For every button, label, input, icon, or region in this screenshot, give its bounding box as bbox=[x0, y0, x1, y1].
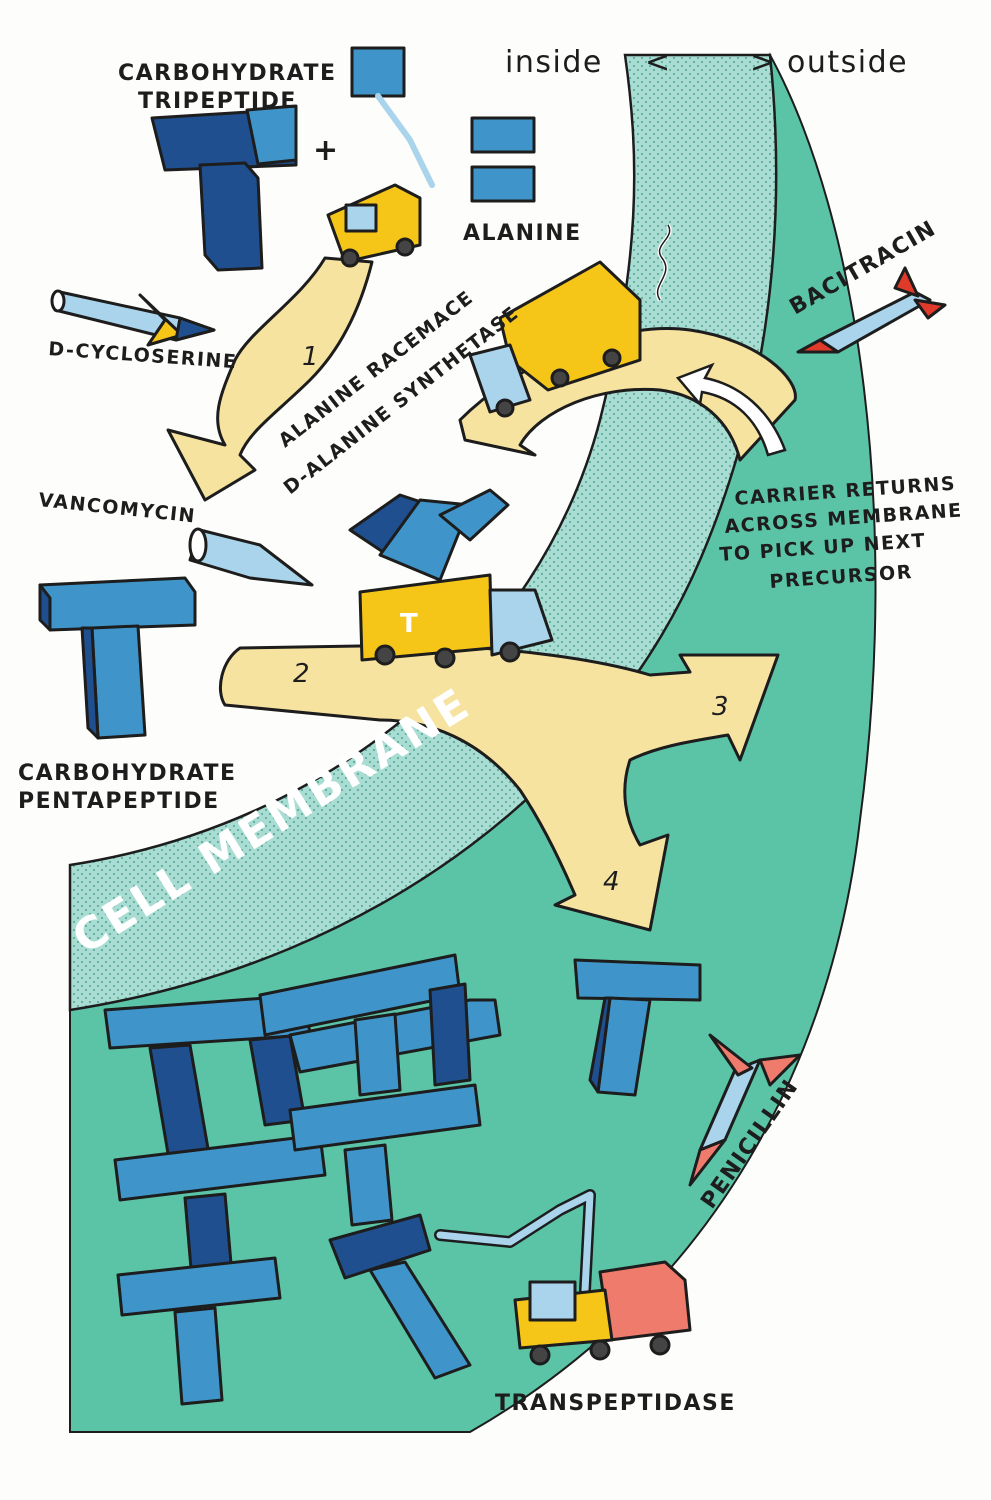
tripeptide-t-block bbox=[150, 104, 298, 272]
bacitracin-rocket bbox=[796, 266, 947, 354]
label-carbohydrate-pentapeptide-line1: CARBOHYDRATE bbox=[18, 761, 236, 786]
label-alanine: ALANINE bbox=[463, 221, 582, 246]
plus-sign: + bbox=[313, 133, 340, 168]
step-number-2: 2 bbox=[293, 659, 310, 689]
header-right-bracket: > bbox=[750, 45, 777, 80]
pentapeptide-t-block bbox=[38, 576, 197, 740]
peptidoglycan-lattice bbox=[103, 953, 502, 1406]
crane-truck-top bbox=[326, 46, 435, 268]
step-number-3: 3 bbox=[712, 692, 729, 722]
step-number-1: 1 bbox=[302, 342, 319, 372]
step-number-4: 4 bbox=[603, 867, 620, 897]
single-t-block-right bbox=[573, 958, 702, 1097]
pathway-arrow-1 bbox=[166, 256, 374, 502]
label-transpeptidase: TRANSPEPTIDASE bbox=[495, 1391, 736, 1416]
transpeptidase-crane bbox=[434, 1189, 692, 1366]
label-d-cycloserine: D-CYCLOSERINE bbox=[48, 338, 238, 373]
header-left-bracket: < bbox=[645, 45, 672, 80]
header-outside-label: outside bbox=[787, 45, 908, 80]
label-carbohydrate-tripeptide-line2: TRIPEPTIDE bbox=[138, 89, 297, 114]
dump-truck-with-t: T bbox=[348, 488, 554, 669]
carrier-truck-returning bbox=[468, 223, 672, 418]
header-inside-label: inside bbox=[505, 45, 603, 80]
label-carbohydrate-tripeptide-line1: CARBOHYDRATE bbox=[118, 61, 336, 86]
truck-t-letter: T bbox=[400, 609, 418, 639]
d-cycloserine-missile bbox=[50, 289, 216, 347]
label-vancomycin: VANCOMYCIN bbox=[37, 489, 196, 527]
vancomycin-missile bbox=[188, 527, 314, 587]
alanine-bars bbox=[470, 116, 536, 203]
return-white-arrow bbox=[675, 362, 787, 457]
label-carbohydrate-pentapeptide-line2: PENTAPEPTIDE bbox=[18, 789, 220, 814]
pathway-arrow-2-3-4 bbox=[218, 643, 780, 932]
penicillin-rocket bbox=[688, 1033, 802, 1187]
